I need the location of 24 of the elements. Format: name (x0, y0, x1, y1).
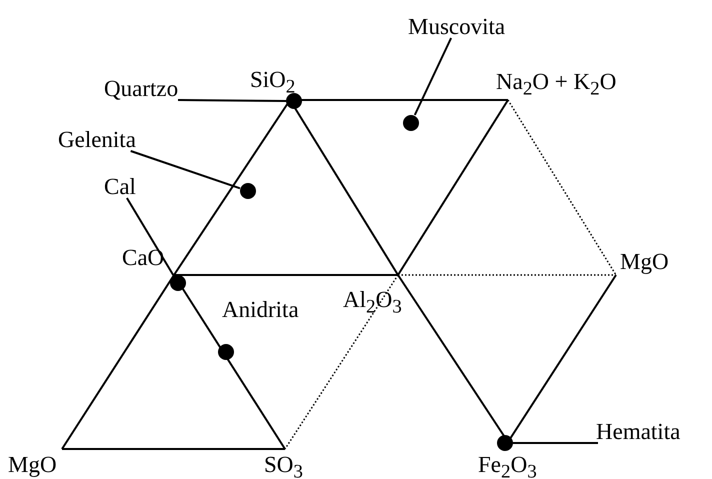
oxide-vertex-label: SiO$_{2}$ (250, 68, 296, 97)
mineral-label: Gelenita (58, 128, 136, 151)
mineral-label: Hematita (596, 420, 680, 443)
composition-dot (218, 344, 234, 360)
oxide-vertex-label: Al$_{2}$O$_{3}$ (343, 288, 402, 317)
leader-line (414, 38, 452, 116)
composition-dot (240, 183, 256, 199)
oxide-vertex-label: MgO (8, 453, 57, 476)
mineral-label: Anidrita (222, 298, 299, 321)
leader-line (130, 150, 240, 190)
leader-line (513, 442, 598, 444)
composition-dot (286, 93, 302, 109)
leader-line (126, 197, 174, 276)
oxide-vertex-label: Na$_{2}$O + K$_{2}$O (496, 70, 616, 99)
mineral-label: Muscovita (408, 15, 506, 38)
oxide-vertex-label: SO$_{3}$ (264, 453, 303, 479)
mineral-label: Quartzo (104, 77, 178, 100)
composition-dot (403, 115, 419, 131)
mineral-label: Cal (104, 175, 136, 198)
leader-line (178, 99, 286, 102)
composition-dot (497, 435, 513, 451)
composition-dot (170, 275, 186, 291)
oxide-vertex-label: Fe$_{2}$O$_{3}$ (478, 453, 537, 479)
oxide-vertex-label: MgO (620, 250, 669, 273)
